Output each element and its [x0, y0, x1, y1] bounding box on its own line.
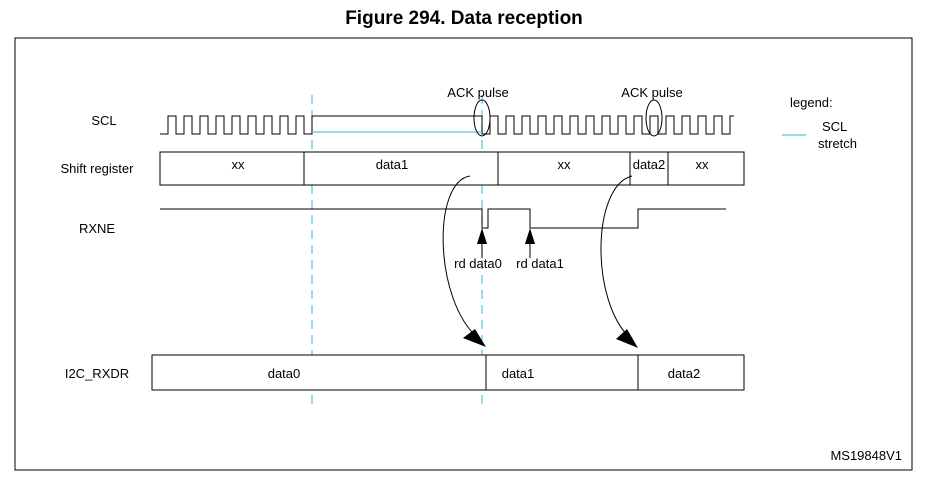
scl-label: SCL: [91, 113, 116, 128]
shift-register-label: Shift register: [61, 161, 135, 176]
scl-waveform: [160, 115, 734, 135]
shift-register-cell: xx: [696, 157, 710, 172]
ack-pulse-label-2: ACK pulse: [621, 85, 682, 100]
rxdr-cell: data2: [668, 366, 701, 381]
ack-pulse-label-1: ACK pulse: [447, 85, 508, 100]
rxdr-row: [151, 354, 745, 391]
shift-register-cell: data1: [376, 157, 409, 172]
rd-data1-label: rd data1: [516, 256, 564, 271]
rd-data0-label: rd data0: [454, 256, 502, 271]
shift-register-cell: xx: [558, 157, 572, 172]
transfer-arrowhead-data1: [463, 329, 486, 347]
legend-item-line1: SCL: [822, 119, 847, 134]
figure-title: Figure 294. Data reception: [345, 8, 583, 29]
rd-data0-arrowhead: [477, 228, 487, 244]
shift-register-cell: data2: [633, 157, 666, 172]
shift-register-cell: xx: [232, 157, 246, 172]
rxdr-cell: data0: [268, 366, 301, 381]
rxdr-label: I2C_RXDR: [65, 366, 129, 381]
figure-ref: MS19848V1: [830, 448, 902, 463]
diagram-frame: [14, 37, 913, 471]
transfer-arrow-data1: [442, 175, 479, 339]
transfer-arrowhead-data2: [616, 329, 638, 348]
legend-item-line2: stretch: [818, 136, 857, 151]
ack-pulse-ellipse-2: [645, 99, 663, 137]
rd-data1-arrowhead: [525, 228, 535, 244]
ack-pulse-ellipse-1: [473, 99, 491, 137]
rxne-label: RXNE: [79, 221, 115, 236]
legend-title: legend:: [790, 95, 833, 110]
rxne-waveform: [160, 208, 726, 229]
shift-register-row: [159, 151, 745, 186]
transfer-arrow-data2: [600, 175, 633, 339]
rxdr-cell: data1: [502, 366, 535, 381]
